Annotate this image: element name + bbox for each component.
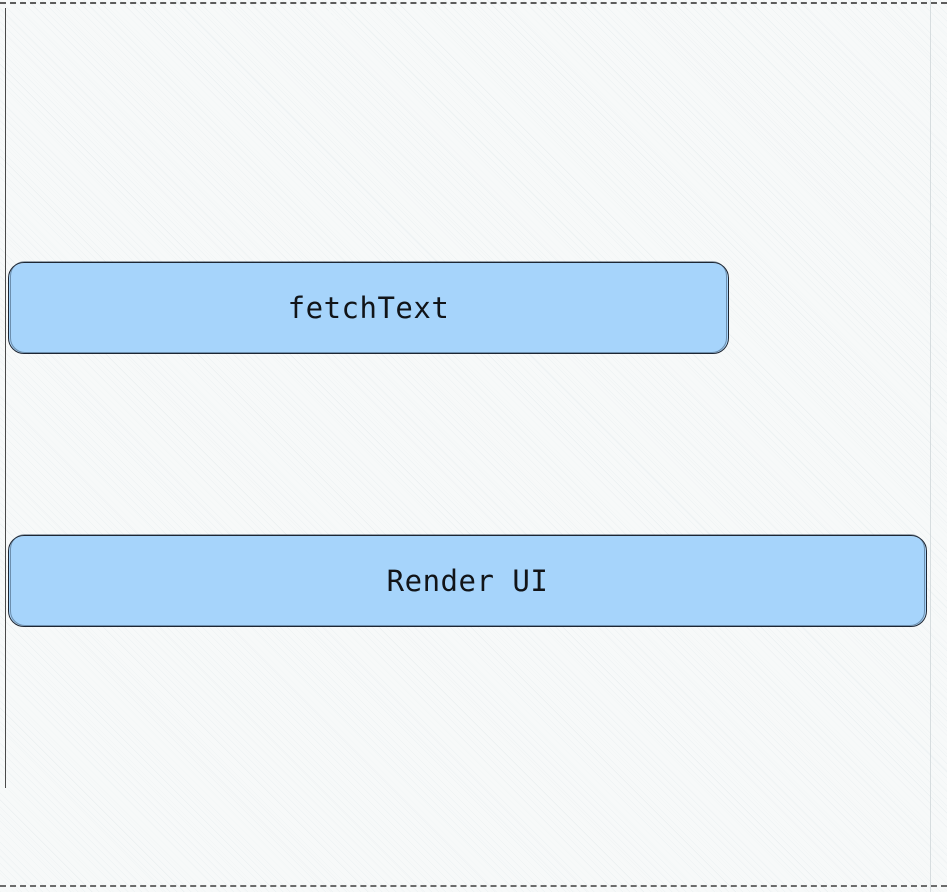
- canvas-border-bottom: [0, 885, 947, 887]
- canvas-border-top: [0, 2, 947, 4]
- canvas-border-left: [5, 8, 6, 788]
- flowchart-node-fetchtext-label: fetchText: [287, 291, 450, 325]
- flowchart-node-fetchtext[interactable]: fetchText: [8, 260, 729, 354]
- canvas-border-right: [930, 0, 931, 892]
- flowchart-node-renderui[interactable]: Render UI: [8, 533, 927, 627]
- flowchart-node-renderui-label: Render UI: [386, 564, 549, 598]
